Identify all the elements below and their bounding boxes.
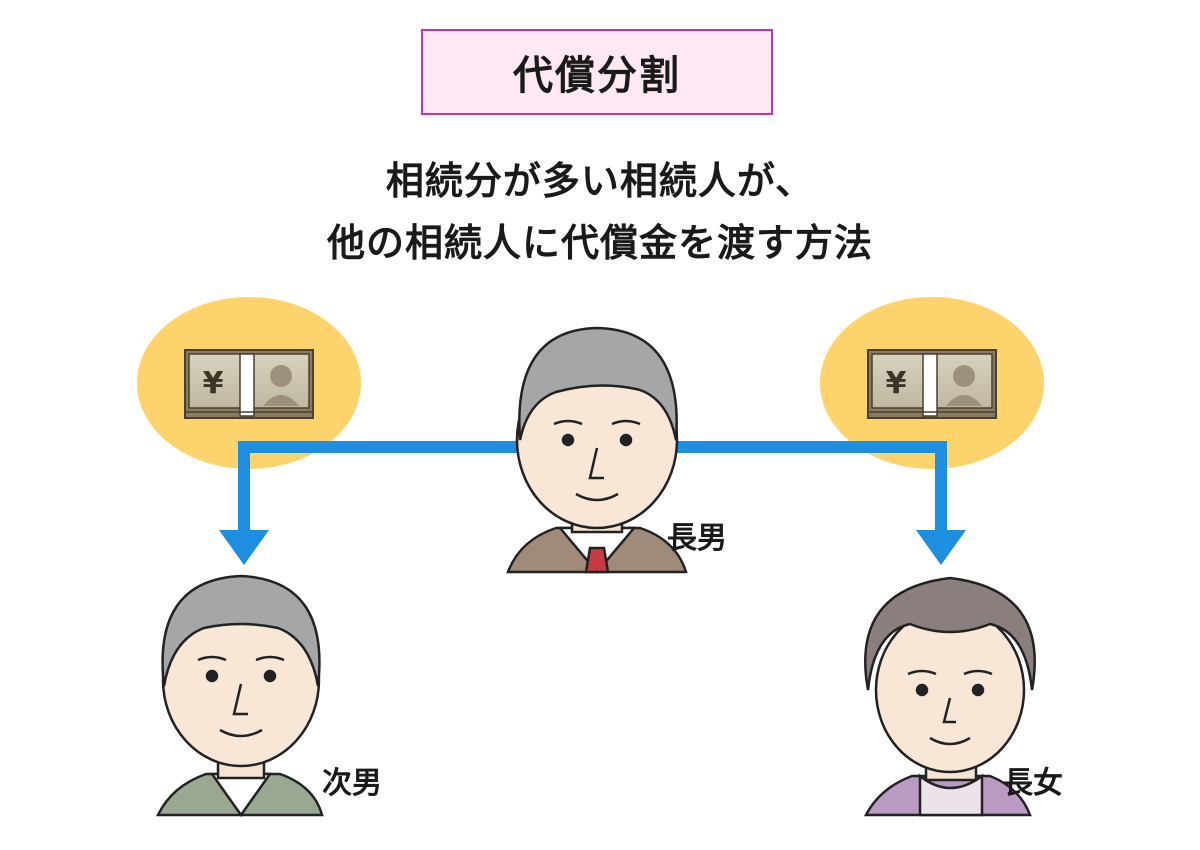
person-illustration [863, 576, 1036, 817]
label-eldest-son: 長男 [667, 521, 727, 556]
transfer-arrows [238, 441, 947, 530]
description-line-2: 他の相続人に代償金を渡す方法 [326, 221, 873, 265]
yen-symbol: ¥ [203, 366, 224, 401]
banknote-icon: ¥ [867, 349, 997, 419]
arrow-line-left [238, 441, 540, 530]
label-second-son: 次男 [322, 766, 382, 801]
yen-symbol: ¥ [886, 366, 907, 401]
person-illustration [506, 326, 688, 574]
banknote-icon: ¥ [184, 349, 314, 419]
diagram-title: 代償分割 [513, 53, 681, 99]
arrow-down-icon [916, 530, 966, 565]
person-illustration [156, 574, 324, 818]
arrow-down-icon [219, 530, 269, 565]
label-eldest-daughter: 長女 [1003, 766, 1063, 801]
title-box: 代償分割 [421, 29, 773, 115]
arrow-line-right [660, 441, 947, 530]
description-line-1: 相続分が多い相続人が、 [385, 159, 815, 203]
